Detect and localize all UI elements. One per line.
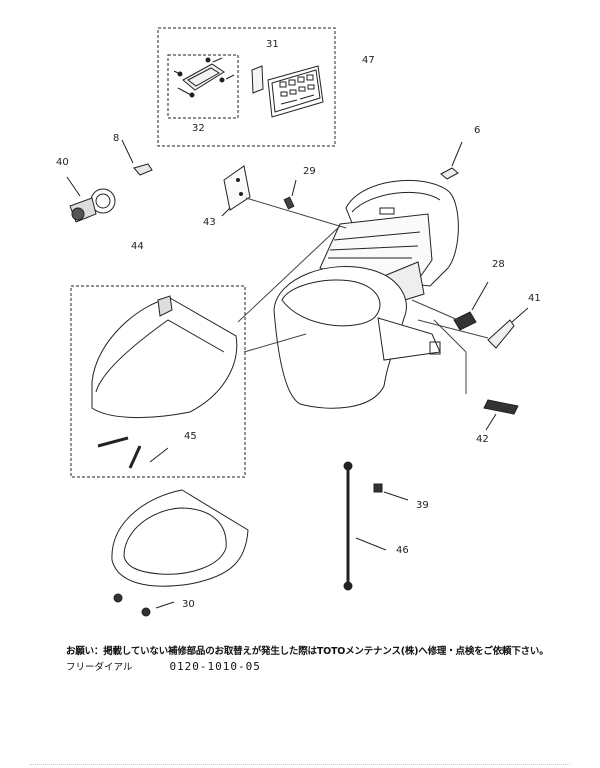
callout-42: 42 (476, 434, 489, 445)
callout-6: 6 (474, 125, 480, 136)
remote-bracket-subgroup-box (167, 54, 239, 119)
part-30-toilet-seat (111, 489, 249, 617)
seat-lid-group-box (70, 285, 246, 478)
assembly-guide-lines (237, 197, 489, 394)
callout-32: 32 (192, 123, 205, 134)
callout-30: 30 (182, 599, 195, 610)
toilet-main-unit (273, 179, 459, 409)
free-dial-number: 0120-1010-05 (169, 660, 261, 673)
part-47-remote-control (267, 65, 324, 118)
callout-47: 47 (362, 55, 375, 66)
callout-31: 31 (266, 39, 279, 50)
free-dial-label: フリーダイアル (66, 662, 133, 673)
repair-request-note: お願い：掲載していない補修部品のお取替えが発生した際はTOTOメンテナンス(株)… (66, 646, 549, 657)
part-39-fitting (373, 483, 409, 501)
callout-39: 39 (416, 500, 429, 511)
callout-43: 43 (203, 217, 216, 228)
callout-41: 41 (528, 293, 541, 304)
part-41-side-cover (487, 307, 529, 349)
part-44-toilet-lid (91, 295, 238, 419)
callout-8: 8 (113, 133, 119, 144)
part-42-plate (483, 399, 519, 431)
callout-45: 45 (184, 431, 197, 442)
callout-29: 29 (303, 166, 316, 177)
bottom-divider (30, 764, 570, 765)
part-40-water-valve (66, 176, 116, 223)
part-6-small-cover (440, 141, 463, 180)
callout-40: 40 (56, 157, 69, 168)
remote-group-box (157, 27, 336, 147)
part-45-lid-rods (97, 436, 169, 469)
callout-46: 46 (396, 545, 409, 556)
free-dial-line: フリーダイアル 0120-1010-05 (66, 659, 261, 673)
part-29-screw (283, 179, 297, 210)
part-8-clip (121, 139, 153, 176)
part-46-water-hose (343, 461, 387, 591)
part-31-remote-pad (251, 65, 264, 94)
callout-44: 44 (131, 241, 144, 252)
part-32-wall-bracket (173, 57, 235, 98)
part-28-filter (453, 281, 489, 331)
part-43-bracket-plate (221, 165, 251, 217)
callout-28: 28 (492, 259, 505, 270)
